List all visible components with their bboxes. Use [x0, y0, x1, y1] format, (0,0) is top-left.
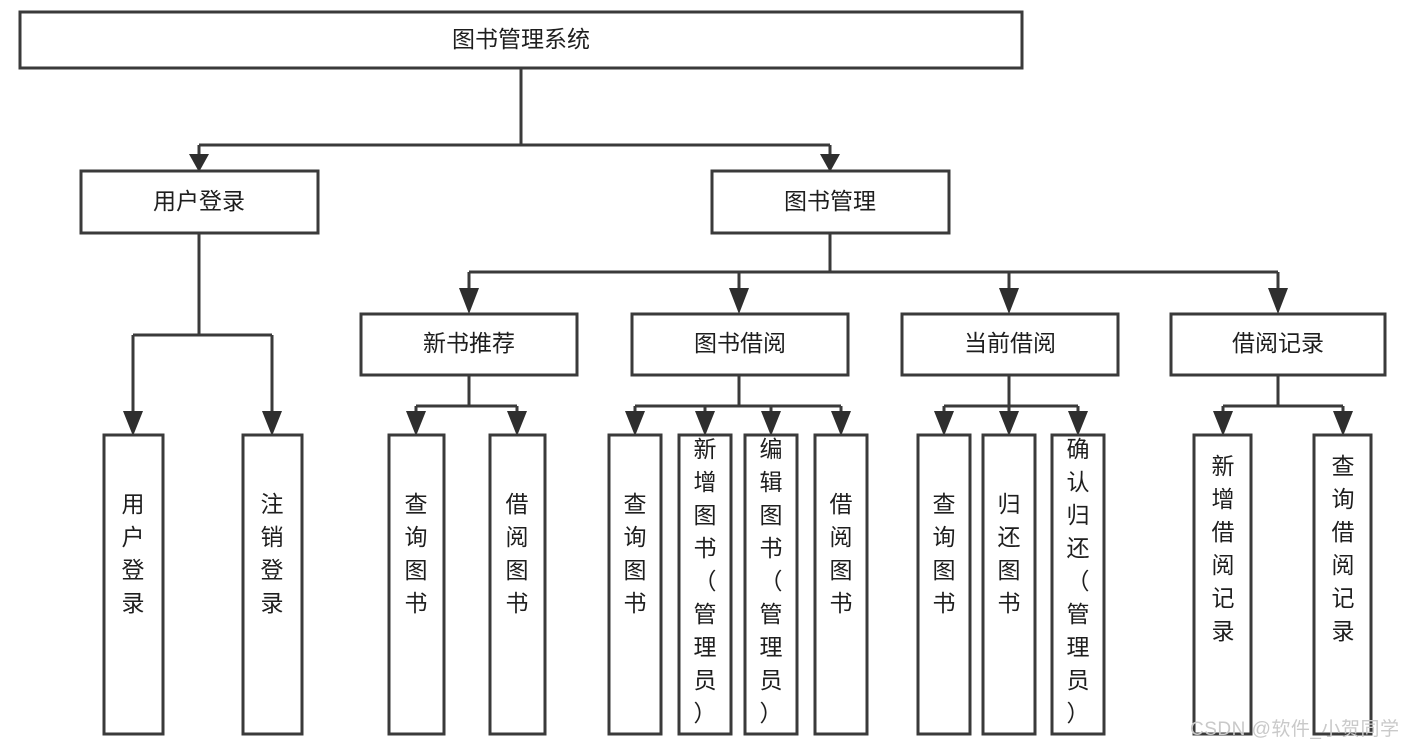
leaf-add-record-label: 新增借阅记录: [1212, 453, 1235, 644]
leaf-user-logout[interactable]: 注销登录: [241, 433, 304, 736]
arrow-to-leaf-borrow-book-2: [831, 411, 851, 436]
node-user-login-box[interactable]: [79, 169, 320, 235]
arrow-to-new-book-recommend: [459, 288, 479, 314]
leaf-query-book-3[interactable]: 查询图书: [916, 433, 972, 736]
arrow-to-borrow-record: [1268, 288, 1288, 314]
leaf-return-book-box[interactable]: [981, 433, 1037, 736]
leaf-user-login-label: 用户登录: [122, 491, 145, 616]
arrow-to-leaf-confirm-return: [1068, 411, 1088, 436]
arrow-to-leaf-borrow-book-1: [507, 411, 527, 436]
node-borrow-record[interactable]: 借阅记录: [1169, 312, 1387, 377]
leaf-query-book-3-box[interactable]: [916, 433, 972, 736]
arrow-to-leaf-query-book-3: [934, 411, 954, 436]
leaf-user-login-box[interactable]: [102, 433, 165, 736]
node-current-borrow[interactable]: 当前借阅: [900, 312, 1120, 377]
leaf-borrow-book-1-box[interactable]: [488, 433, 547, 736]
node-book-management[interactable]: 图书管理: [710, 169, 951, 235]
node-current-borrow-label: 当前借阅: [964, 330, 1056, 356]
leaf-query-book-2-box[interactable]: [607, 433, 663, 736]
node-current-borrow-box[interactable]: [900, 312, 1120, 377]
leaf-add-book[interactable]: 新增图书（管理员）: [677, 433, 733, 736]
node-root-label: 图书管理系统: [452, 26, 590, 52]
arrow-to-leaf-return-book: [999, 411, 1019, 436]
arrow-to-leaf-add-book: [695, 411, 715, 436]
connector-layer: [123, 68, 1353, 436]
leaf-return-book[interactable]: 归还图书: [981, 433, 1037, 736]
arrow-to-book-management: [820, 154, 840, 172]
arrow-to-leaf-query-book-2: [625, 411, 645, 436]
leaf-query-record-box[interactable]: [1312, 433, 1373, 736]
node-borrow-record-box[interactable]: [1169, 312, 1387, 377]
leaf-edit-book-box[interactable]: [743, 433, 799, 736]
node-book-borrow-box[interactable]: [630, 312, 850, 377]
leaf-query-book-1[interactable]: 查询图书: [387, 433, 446, 736]
leaf-confirm-return-label: 确认归还（管理员）: [1067, 436, 1090, 726]
arrow-to-leaf-add-record: [1213, 411, 1233, 436]
node-root-box[interactable]: [18, 10, 1024, 70]
leaf-query-book-3-label: 查询图书: [933, 491, 956, 616]
node-user-login-label: 用户登录: [153, 188, 245, 214]
leaf-query-book-1-label: 查询图书: [405, 491, 428, 616]
arrow-to-leaf-user-logout: [262, 411, 282, 436]
leaf-borrow-book-2-box[interactable]: [813, 433, 869, 736]
node-borrow-record-label: 借阅记录: [1232, 330, 1324, 356]
node-book-borrow[interactable]: 图书借阅: [630, 312, 850, 377]
leaf-borrow-book-1-label: 借阅图书: [506, 491, 529, 616]
leaf-borrow-book-2[interactable]: 借阅图书: [813, 433, 869, 736]
leaf-confirm-return[interactable]: 确认归还（管理员）: [1050, 433, 1106, 736]
arrow-to-leaf-user-login: [123, 411, 143, 436]
leaf-edit-book-label: 编辑图书（管理员）: [760, 436, 783, 726]
leaf-user-logout-label: 注销登录: [261, 491, 284, 616]
leaf-query-record[interactable]: 查询借阅记录: [1312, 433, 1373, 736]
leaf-query-book-2[interactable]: 查询图书: [607, 433, 663, 736]
leaf-return-book-label: 归还图书: [998, 491, 1021, 616]
node-user-login[interactable]: 用户登录: [79, 169, 320, 235]
leaf-query-book-2-label: 查询图书: [624, 491, 647, 616]
node-book-borrow-label: 图书借阅: [694, 330, 786, 356]
node-root[interactable]: 图书管理系统: [18, 10, 1024, 70]
node-book-management-box[interactable]: [710, 169, 951, 235]
node-book-management-label: 图书管理: [784, 188, 876, 214]
leaf-add-book-label: 新增图书（管理员）: [694, 436, 717, 726]
leaf-add-record[interactable]: 新增借阅记录: [1192, 433, 1253, 736]
leaf-borrow-book-2-label: 借阅图书: [830, 491, 853, 616]
leaf-add-record-box[interactable]: [1192, 433, 1253, 736]
leaf-add-book-box[interactable]: [677, 433, 733, 736]
leaf-query-book-1-box[interactable]: [387, 433, 446, 736]
leaf-borrow-book-1[interactable]: 借阅图书: [488, 433, 547, 736]
leaf-confirm-return-box[interactable]: [1050, 433, 1106, 736]
leaf-user-logout-box[interactable]: [241, 433, 304, 736]
arrow-to-leaf-edit-book: [761, 411, 781, 436]
arrow-to-user-login: [189, 154, 209, 172]
leaf-query-record-label: 查询借阅记录: [1332, 453, 1355, 644]
leaf-edit-book[interactable]: 编辑图书（管理员）: [743, 433, 799, 736]
arrow-to-leaf-query-record: [1333, 411, 1353, 436]
node-new-book-recommend-label: 新书推荐: [423, 330, 515, 356]
arrow-to-leaf-query-book-1: [406, 411, 426, 436]
node-new-book-recommend-box[interactable]: [359, 312, 579, 377]
arrow-to-book-borrow: [729, 288, 749, 314]
node-new-book-recommend[interactable]: 新书推荐: [359, 312, 579, 377]
leaf-user-login[interactable]: 用户登录: [102, 433, 165, 736]
arrow-to-current-borrow: [999, 288, 1019, 314]
